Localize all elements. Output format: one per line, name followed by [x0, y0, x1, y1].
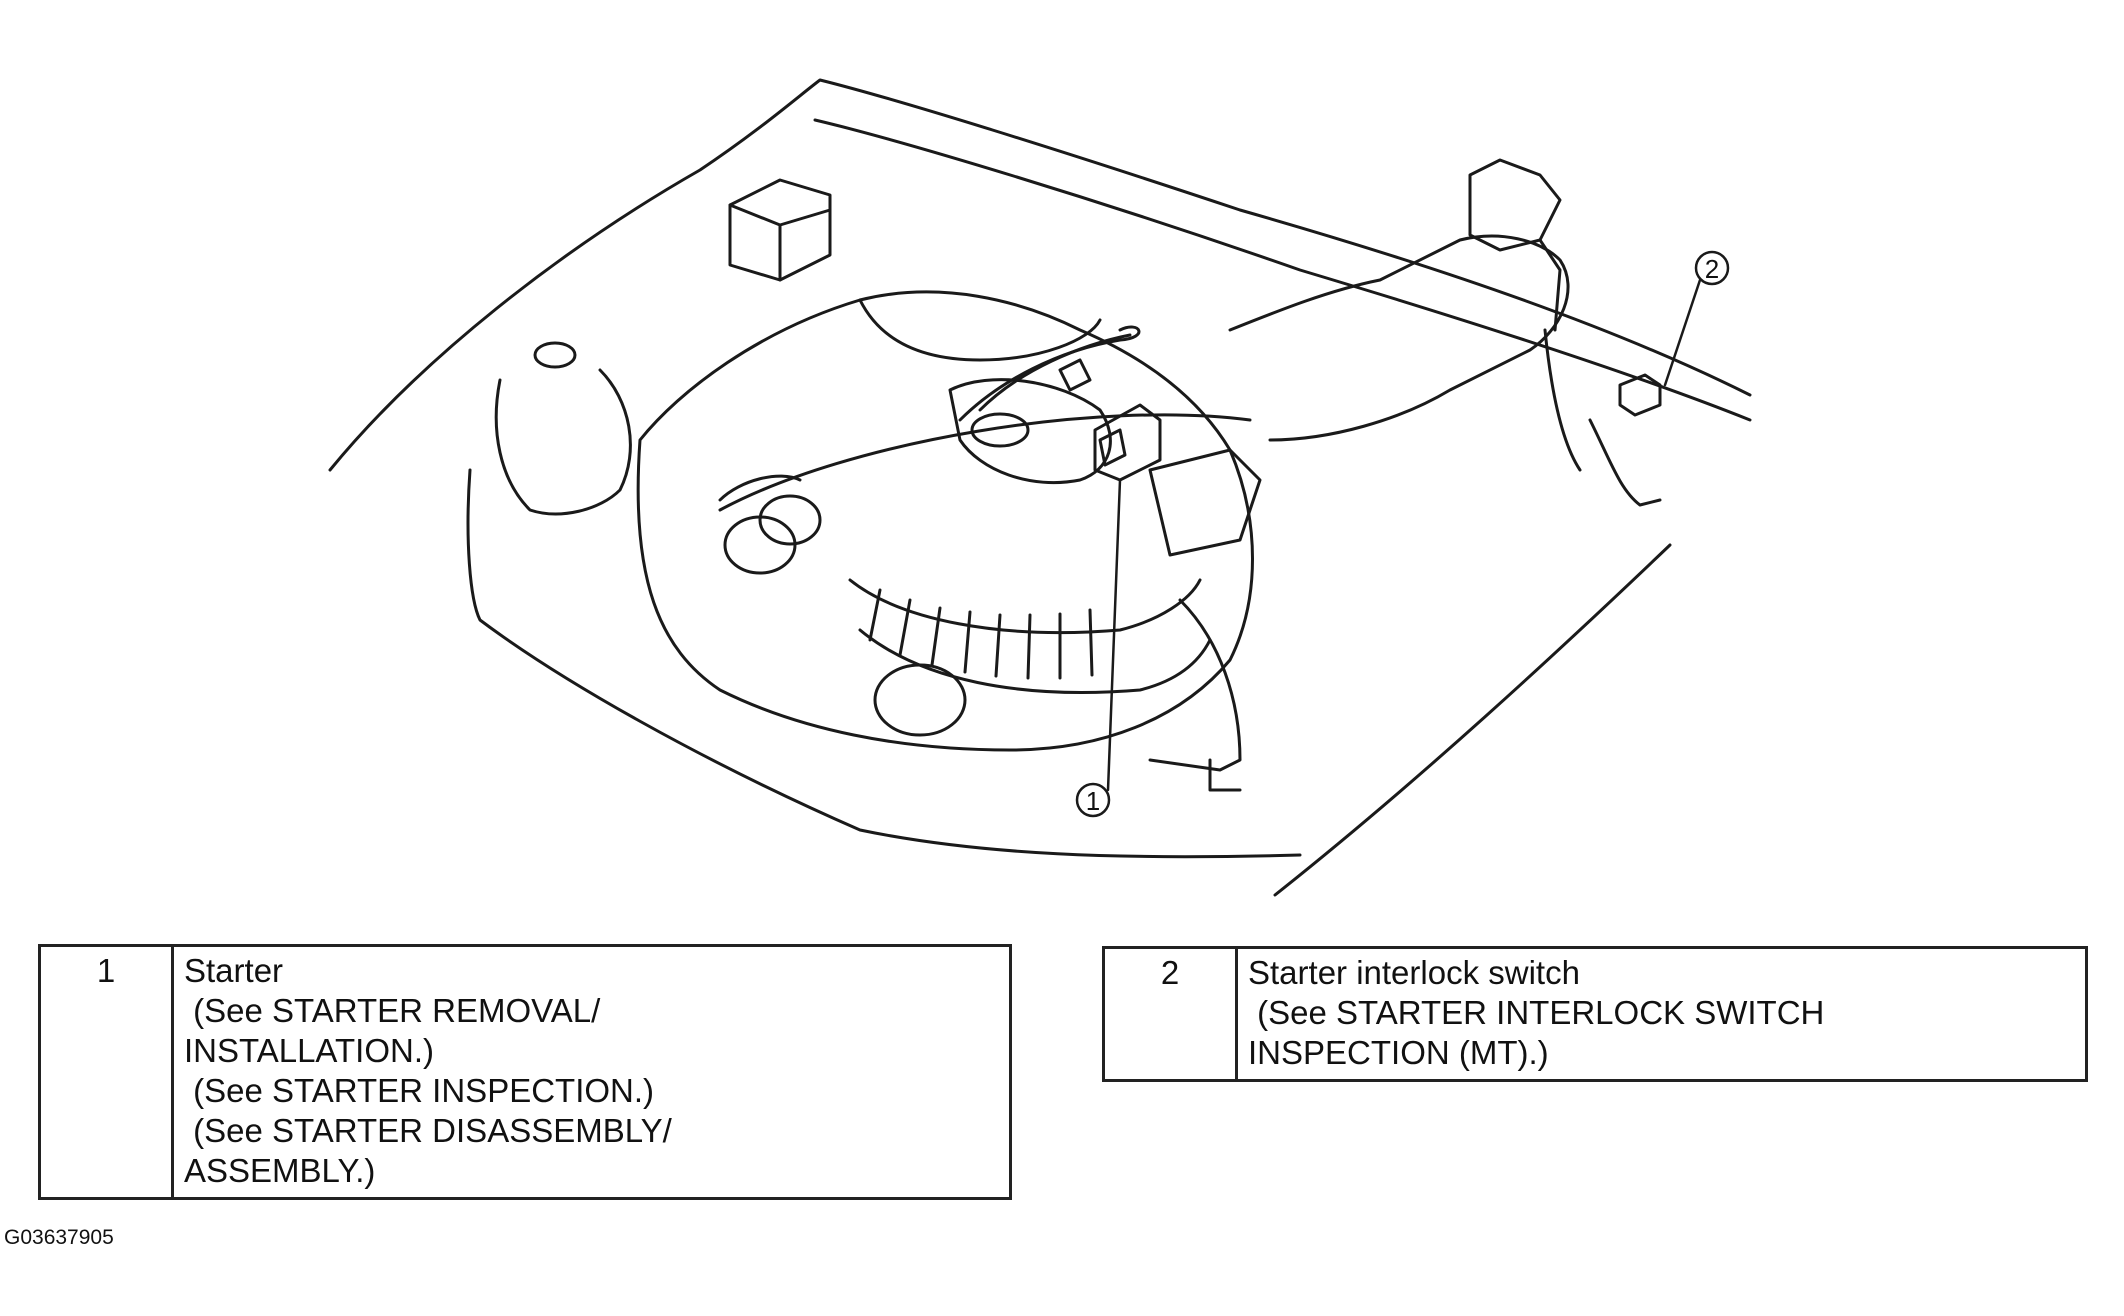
- strut-bar: [718, 413, 1252, 512]
- callout-1-number: 1: [1086, 786, 1100, 816]
- legend-line: INSTALLATION.): [184, 1032, 434, 1069]
- starter-component: [1093, 403, 1162, 482]
- legend-line: Starter: [184, 952, 284, 989]
- wiring-harness: [958, 325, 1141, 422]
- figure-id: G03637905: [4, 1226, 114, 1249]
- fuse-box: [728, 178, 832, 282]
- legend-line: ASSEMBLY.): [184, 1152, 376, 1189]
- legend-description: Starter (See STARTER REMOVAL/ INSTALLATI…: [171, 944, 1012, 1200]
- fluid-reservoir: [494, 341, 632, 516]
- hood-opening-outline: [328, 78, 1752, 472]
- callout-2-number: 2: [1705, 254, 1719, 284]
- legend-line: (See STARTER DISASSEMBLY/: [184, 1112, 672, 1149]
- legend-row: 1 Starter (See STARTER REMOVAL/ INSTALLA…: [38, 944, 1012, 1200]
- callout-1-marker: 1: [1075, 782, 1111, 818]
- fender-line: [1273, 543, 1672, 897]
- legend-line: (See STARTER INSPECTION.): [184, 1072, 655, 1109]
- transmission: [1228, 158, 1570, 442]
- front-panel-outline: [466, 468, 1302, 859]
- legend-row: 2 Starter interlock switch (See STARTER …: [1102, 946, 2088, 1082]
- legend-line: (See STARTER INTERLOCK SWITCH: [1248, 994, 1825, 1031]
- hood-opening-outline-inner: [813, 118, 1752, 422]
- alternator: [718, 474, 822, 575]
- callout-1-leader: [1106, 478, 1122, 792]
- callout-2-marker: 2: [1694, 250, 1730, 286]
- legend-line: (See STARTER REMOVAL/: [184, 992, 601, 1029]
- legend-number: 1: [38, 944, 174, 1200]
- legend-table-starter: 1 Starter (See STARTER REMOVAL/ INSTALLA…: [38, 944, 1012, 1200]
- engine-block: [636, 290, 1262, 792]
- interlock-switch-component: [1543, 328, 1662, 507]
- callout-2-leader: [1663, 278, 1702, 387]
- engine-bay-illustration: 1 2: [328, 78, 1752, 897]
- legend-line: INSPECTION (MT).): [1248, 1034, 1549, 1071]
- legend-table-interlock-switch: 2 Starter interlock switch (See STARTER …: [1102, 946, 2088, 1082]
- legend-number: 2: [1102, 946, 1238, 1082]
- legend-line: Starter interlock switch: [1248, 954, 1580, 991]
- legend-description: Starter interlock switch (See STARTER IN…: [1235, 946, 2088, 1082]
- intake-duct: [848, 578, 1212, 737]
